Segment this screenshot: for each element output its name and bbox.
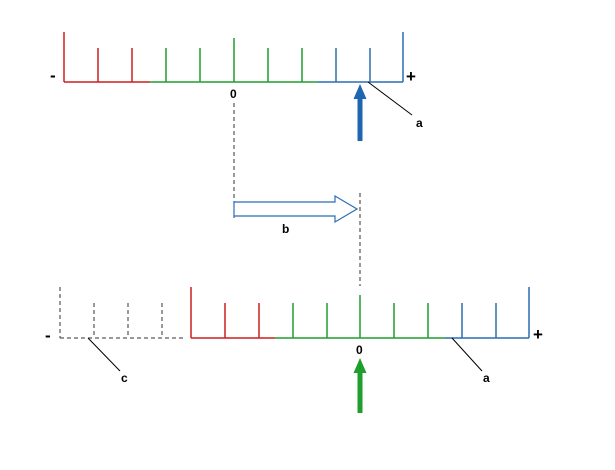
top-zero-label: 0 — [230, 87, 237, 101]
bottom-green-up-arrow — [353, 358, 367, 413]
bottom-plus-label: + — [533, 325, 543, 344]
bottom-pointer-label-c: c — [121, 371, 128, 385]
top-blue-up-arrow — [353, 84, 367, 141]
shift-hollow-right-arrow — [233, 194, 359, 224]
bottom-zero-label: 0 — [356, 343, 363, 357]
bottom-pointer-leader-c — [87, 337, 121, 372]
bottom-scale-zero-segment — [275, 295, 445, 339]
top-minus-label: - — [50, 66, 56, 85]
top-pointer-leader-a — [367, 81, 413, 116]
bottom-scale-dashed-extension — [59, 287, 185, 339]
shift-label-b: b — [282, 222, 289, 236]
shift-connector: b — [233, 103, 361, 286]
bottom-pointer-leader-a — [451, 337, 483, 372]
top-scale: - + 0 a — [50, 32, 423, 141]
bottom-scale: - + 0 c a — [45, 287, 543, 413]
top-scale-zero-segment — [150, 38, 318, 83]
top-pointer-label-a: a — [416, 116, 423, 130]
top-scale-negative-segment — [63, 32, 150, 83]
bottom-pointer-label-a: a — [483, 371, 490, 385]
bottom-scale-positive-segment — [445, 287, 530, 339]
top-scale-positive-segment — [318, 32, 404, 83]
bottom-scale-negative-segment — [190, 287, 275, 339]
top-plus-label: + — [406, 67, 416, 86]
bottom-minus-label: - — [45, 326, 51, 345]
